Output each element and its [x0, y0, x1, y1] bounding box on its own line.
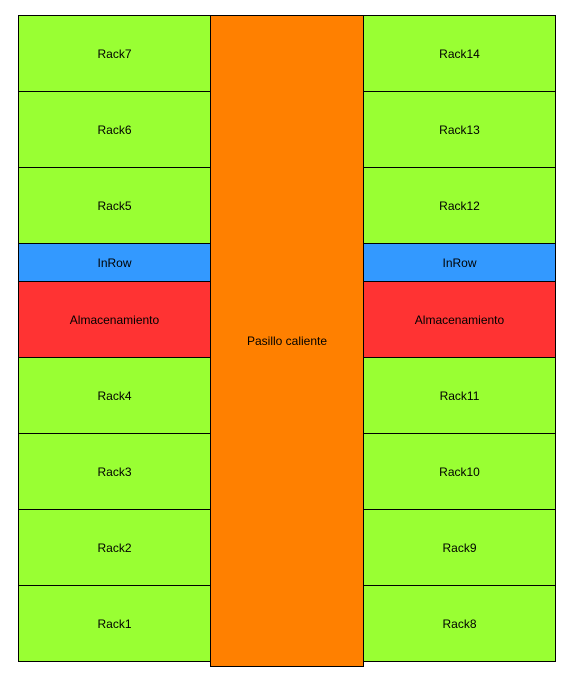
rack-label: Rack4 [97, 388, 132, 403]
rack: Rack2 [18, 509, 211, 586]
rack-label: Rack9 [442, 540, 477, 555]
rack-label: Rack11 [439, 388, 480, 403]
hot-aisle: Pasillo caliente [210, 15, 364, 667]
rack-label: Rack3 [97, 464, 132, 479]
rack: Rack8 [363, 585, 556, 662]
storage-unit: Almacenamiento [18, 281, 211, 358]
rack: Rack7 [18, 15, 211, 92]
rack: Rack5 [18, 167, 211, 244]
rack-label: Rack13 [439, 122, 480, 137]
inrow-unit-label: InRow [97, 255, 132, 270]
inrow-unit-label: InRow [442, 255, 477, 270]
storage-unit-label: Almacenamiento [69, 312, 160, 327]
rack-label: Rack8 [442, 616, 477, 631]
rack: Rack14 [363, 15, 556, 92]
rack-label: Rack2 [97, 540, 132, 555]
rack: Rack12 [363, 167, 556, 244]
inrow-unit: InRow [363, 243, 556, 282]
rack-label: Rack1 [97, 616, 132, 631]
rack: Rack9 [363, 509, 556, 586]
storage-unit-label: Almacenamiento [414, 312, 505, 327]
rack: Rack10 [363, 433, 556, 510]
rack: Rack1 [18, 585, 211, 662]
storage-unit: Almacenamiento [363, 281, 556, 358]
rack: Rack4 [18, 357, 211, 434]
rack-label: Rack6 [97, 122, 132, 137]
rack-label: Rack14 [439, 46, 480, 61]
rack-label: Rack12 [439, 198, 480, 213]
rack: Rack6 [18, 91, 211, 168]
hot-aisle-label: Pasillo caliente [246, 334, 328, 348]
inrow-unit: InRow [18, 243, 211, 282]
rack-label: Rack7 [97, 46, 132, 61]
rack-label: Rack5 [97, 198, 132, 213]
rack: Rack11 [363, 357, 556, 434]
rack: Rack3 [18, 433, 211, 510]
rack: Rack13 [363, 91, 556, 168]
rack-label: Rack10 [439, 464, 480, 479]
